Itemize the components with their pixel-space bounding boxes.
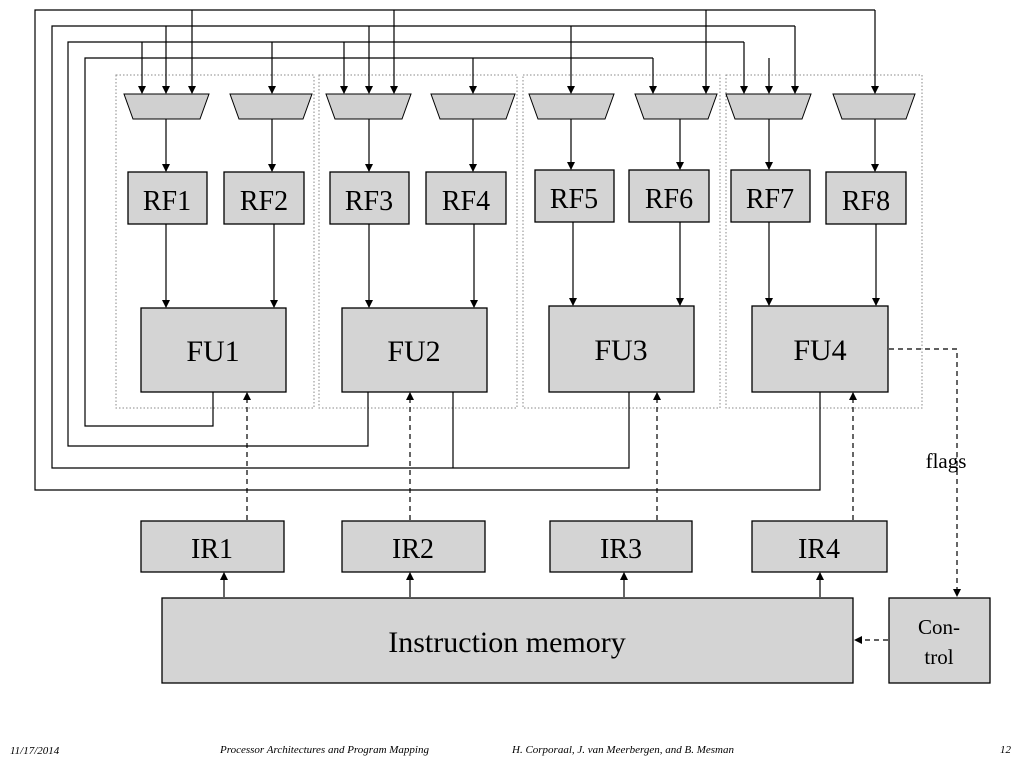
footer-page-number: 12	[1000, 744, 1011, 756]
fu4-label: FU4	[793, 334, 846, 367]
rf3-label: RF3	[345, 186, 393, 217]
rf1-block: RF1	[127, 171, 208, 225]
instruction-registers: IR1 IR2 IR3 IR4	[140, 520, 888, 573]
functional-units: FU1 FU2 FU3 FU4	[140, 305, 889, 393]
cluster-2-outline	[318, 74, 518, 409]
footer-date: 11/17/2014	[10, 745, 60, 757]
bus-drops	[138, 10, 879, 94]
rf7-block: RF7	[730, 169, 811, 223]
control-label-line2: trol	[924, 645, 953, 669]
multiplexers	[123, 93, 916, 120]
mux-rf8	[832, 93, 916, 120]
footer-course: Processor Architectures and Program Mapp…	[220, 744, 429, 756]
rf4-label: RF4	[442, 186, 490, 217]
fu4-block: FU4	[751, 305, 889, 393]
ir3-label: IR3	[600, 534, 642, 565]
ir-to-fu-dashed-arrows	[243, 392, 857, 520]
rf2-label: RF2	[240, 186, 288, 217]
fu1-block: FU1	[140, 307, 287, 393]
rf6-label: RF6	[645, 184, 693, 215]
rf8-block: RF8	[825, 171, 907, 225]
mux-rf1	[123, 93, 210, 120]
bus-fu4-wire	[34, 9, 875, 491]
bus-fu3-wire	[51, 25, 795, 469]
cluster-outlines	[115, 74, 923, 409]
result-bus-wires	[34, 9, 879, 491]
rf-to-fu-arrows	[162, 222, 880, 308]
memory-to-ir-arrows	[220, 572, 824, 597]
rf8-label: RF8	[842, 186, 890, 217]
cluster-1-outline	[115, 74, 315, 409]
mux-rf6	[634, 93, 718, 120]
ir4-label: IR4	[798, 534, 840, 565]
mux-rf5	[528, 93, 615, 120]
mux-rf7	[725, 93, 812, 120]
ir2-block: IR2	[341, 520, 486, 573]
ir4-block: IR4	[751, 520, 888, 573]
ir1-block: IR1	[140, 520, 285, 573]
bus-fu2-wire	[67, 41, 744, 447]
fu2-label: FU2	[387, 335, 440, 368]
footer-authors: H. Corporaal, J. van Meerbergen, and B. …	[512, 744, 734, 756]
cluster-3-outline	[522, 74, 721, 409]
rf1-label: RF1	[143, 186, 191, 217]
mux-rf4	[430, 93, 516, 120]
control-block: Con- trol	[888, 597, 991, 684]
ir1-label: IR1	[191, 534, 233, 565]
register-files: RF1 RF2 RF3 RF4 RF5 RF6 RF7 RF8	[127, 169, 907, 225]
cluster-4-outline	[725, 74, 923, 409]
rf6-block: RF6	[628, 169, 710, 223]
ir3-block: IR3	[549, 520, 693, 573]
flags-dashed-arrow	[889, 348, 961, 597]
instruction-memory-label: Instruction memory	[388, 626, 625, 659]
rf5-label: RF5	[550, 184, 598, 215]
fu3-block: FU3	[548, 305, 695, 393]
mux-rf3	[325, 93, 412, 120]
rf2-block: RF2	[223, 171, 305, 225]
flags-label: flags	[926, 449, 967, 473]
flags-path: flags	[889, 348, 967, 597]
instruction-memory-block: Instruction memory	[161, 597, 854, 684]
rf7-label: RF7	[746, 184, 794, 215]
bus-fu1-wire	[84, 57, 653, 427]
control-label-line1: Con-	[918, 615, 960, 639]
fu2-block: FU2	[341, 307, 488, 393]
ir2-label: IR2	[392, 534, 434, 565]
fu3-label: FU3	[594, 334, 647, 367]
mux-rf2	[229, 93, 313, 120]
rf4-block: RF4	[425, 171, 507, 225]
rf3-block: RF3	[329, 171, 410, 225]
fu1-label: FU1	[186, 335, 239, 368]
mux-to-rf-arrows	[162, 119, 879, 172]
rf5-block: RF5	[534, 169, 615, 223]
